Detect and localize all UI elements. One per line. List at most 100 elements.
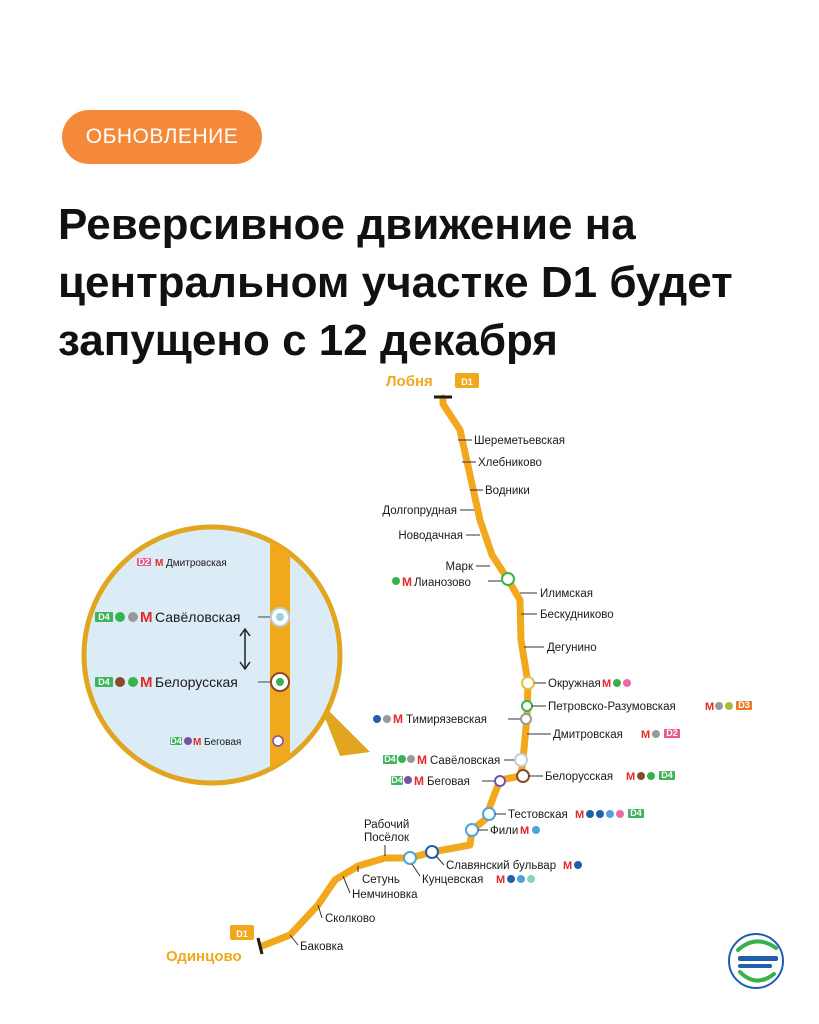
title-line-1: Реверсивное движение на bbox=[58, 200, 636, 249]
svg-text:Сетунь: Сетунь bbox=[362, 874, 400, 886]
svg-text:Окружная: Окружная bbox=[548, 678, 601, 690]
svg-text:Савёловская: Савёловская bbox=[155, 609, 240, 625]
metro-m-icon: М bbox=[402, 575, 412, 589]
svg-text:D4: D4 bbox=[98, 677, 110, 687]
metro-m-icon: М bbox=[393, 712, 403, 726]
svg-text:D4: D4 bbox=[391, 775, 403, 785]
page-title: Реверсивное движение на центральном учас… bbox=[58, 196, 778, 370]
svg-text:D2: D2 bbox=[138, 557, 150, 567]
zoom-pointer bbox=[318, 700, 370, 756]
station-mark: Марк bbox=[445, 561, 490, 573]
svg-text:D4: D4 bbox=[98, 612, 110, 622]
svg-text:Хлебниково: Хлебниково bbox=[478, 457, 542, 469]
svg-text:Тестовская: Тестовская bbox=[508, 809, 568, 821]
svg-text:Кунцевская: Кунцевская bbox=[422, 874, 483, 886]
svg-text:Лобня: Лобня bbox=[386, 373, 433, 390]
category-badge: ОБНОВЛЕНИЕ bbox=[62, 110, 262, 164]
svg-text:Посёлок: Посёлок bbox=[364, 832, 410, 844]
station-lianozovo: М Лианозово bbox=[392, 572, 515, 589]
station-timiryazevskaya: М Тимирязевская bbox=[373, 712, 532, 726]
zoom-station-begovaya: D4 М Беговая bbox=[170, 735, 284, 748]
zoom-line-segment bbox=[270, 527, 290, 783]
station-degunino: Дегунино bbox=[524, 642, 597, 654]
svg-text:Марк: Марк bbox=[445, 561, 474, 573]
svg-text:Дмитровская: Дмитровская bbox=[166, 558, 227, 569]
svg-text:Сколково: Сколково bbox=[325, 913, 375, 925]
station-petrovsko-razumovskaya: Петровско-Разумовская М D3 bbox=[521, 700, 752, 713]
svg-text:D1: D1 bbox=[461, 377, 473, 387]
station-okruzhnaya: Окружная М bbox=[521, 676, 631, 690]
svg-text:Дмитровская: Дмитровская bbox=[553, 729, 623, 741]
metro-m-icon: М bbox=[626, 771, 635, 783]
station-vodniki: Водники bbox=[470, 485, 530, 497]
svg-text:Белорусская: Белорусская bbox=[155, 674, 238, 690]
station-rabochiy-posyolok: Рабочий Посёлок bbox=[364, 819, 410, 856]
metro-m-icon: М bbox=[575, 809, 584, 821]
svg-text:Илимская: Илимская bbox=[540, 588, 593, 600]
svg-text:Тимирязевская: Тимирязевская bbox=[406, 714, 487, 726]
svg-text:Лианозово: Лианозово bbox=[414, 577, 471, 589]
svg-text:Петровско-Разумовская: Петровско-Разумовская bbox=[548, 701, 676, 713]
svg-text:Немчиновка: Немчиновка bbox=[352, 889, 418, 901]
station-setun: Сетунь bbox=[357, 866, 400, 886]
svg-text:Новодачная: Новодачная bbox=[398, 530, 463, 542]
metro-m-icon: М bbox=[193, 737, 201, 748]
svg-text:D3: D3 bbox=[738, 700, 750, 710]
station-ilimskaya: Илимская bbox=[520, 588, 593, 600]
title-line-2: центральном участке D1 будет bbox=[58, 258, 733, 307]
metro-m-icon: М bbox=[414, 774, 424, 788]
metro-m-icon: М bbox=[563, 860, 572, 872]
station-sheremetyevskaya: Шереметьевская bbox=[458, 435, 565, 447]
svg-text:Баковка: Баковка bbox=[300, 941, 344, 953]
svg-text:Славянский бульвар: Славянский бульвар bbox=[446, 860, 556, 872]
svg-text:D4: D4 bbox=[384, 754, 396, 764]
svg-text:Белорусская: Белорусская bbox=[545, 771, 613, 783]
station-belorusskaya: Белорусская М D4 bbox=[516, 769, 675, 783]
zoom-station-savelovskaya: D4 М Савёловская bbox=[95, 607, 290, 627]
metro-m-icon: М bbox=[140, 609, 153, 626]
svg-text:D4: D4 bbox=[170, 736, 182, 746]
metro-m-icon: М bbox=[496, 874, 505, 886]
station-nemchinovka: Немчиновка bbox=[342, 875, 418, 901]
station-slavyansky-bulvar: Славянский бульвар М bbox=[425, 845, 582, 872]
metro-m-icon: М bbox=[602, 678, 611, 690]
title-line-3: запущено с 12 декабря bbox=[58, 316, 558, 365]
metro-m-icon: М bbox=[641, 729, 650, 741]
svg-text:Беговая: Беговая bbox=[204, 737, 241, 748]
station-beskudnikovo: Бескудниково bbox=[521, 609, 614, 621]
svg-text:Шереметьевская: Шереметьевская bbox=[474, 435, 565, 447]
station-khlebnikovo: Хлебниково bbox=[462, 457, 542, 469]
svg-text:Рабочий: Рабочий bbox=[364, 819, 409, 831]
station-savelovskaya: D4 М Савёловская bbox=[383, 753, 528, 767]
terminal-south-bar bbox=[256, 937, 264, 955]
zoom-station-dmitrovskaya: D2 М Дмитровская bbox=[137, 557, 227, 569]
zoom-inset: D2 М Дмитровская D4 М Савёловская D4 М bbox=[81, 524, 343, 786]
svg-text:D4: D4 bbox=[630, 808, 642, 818]
svg-text:Долгопрудная: Долгопрудная bbox=[382, 505, 457, 517]
station-dmitrovskaya: Дмитровская М D2 bbox=[527, 728, 680, 741]
station-fili: Фили М bbox=[465, 823, 540, 837]
zoom-station-belorusskaya: D4 М Белорусская bbox=[95, 672, 290, 692]
terminal-lobnya: Лобня D1 bbox=[386, 373, 479, 390]
double-arrow-icon bbox=[239, 627, 251, 671]
station-begovaya: D4 М Беговая bbox=[391, 774, 506, 788]
terminal-odintsovo: D1 Одинцово bbox=[166, 925, 254, 965]
metro-m-icon: М bbox=[140, 674, 153, 691]
station-novodachnaya: Новодачная bbox=[398, 530, 480, 542]
svg-text:Одинцово: Одинцово bbox=[166, 948, 242, 965]
station-kuntsevskaya: Кунцевская М bbox=[403, 851, 535, 886]
svg-text:Савёловская: Савёловская bbox=[430, 755, 500, 767]
svg-text:Водники: Водники bbox=[485, 485, 530, 497]
metro-m-icon: М bbox=[520, 825, 529, 837]
station-dolgoprudnaya: Долгопрудная bbox=[382, 505, 474, 517]
svg-text:Беговая: Беговая bbox=[427, 776, 470, 788]
station-bakovka: Баковка bbox=[289, 934, 344, 953]
metro-m-icon: М bbox=[417, 753, 427, 767]
svg-text:Дегунино: Дегунино bbox=[547, 642, 597, 654]
svg-text:D4: D4 bbox=[661, 770, 673, 780]
mcd-logo-icon bbox=[728, 933, 784, 989]
station-testovskaya: Тестовская М D4 bbox=[482, 807, 644, 821]
svg-text:Фили: Фили bbox=[490, 825, 518, 837]
svg-text:D1: D1 bbox=[236, 929, 248, 939]
